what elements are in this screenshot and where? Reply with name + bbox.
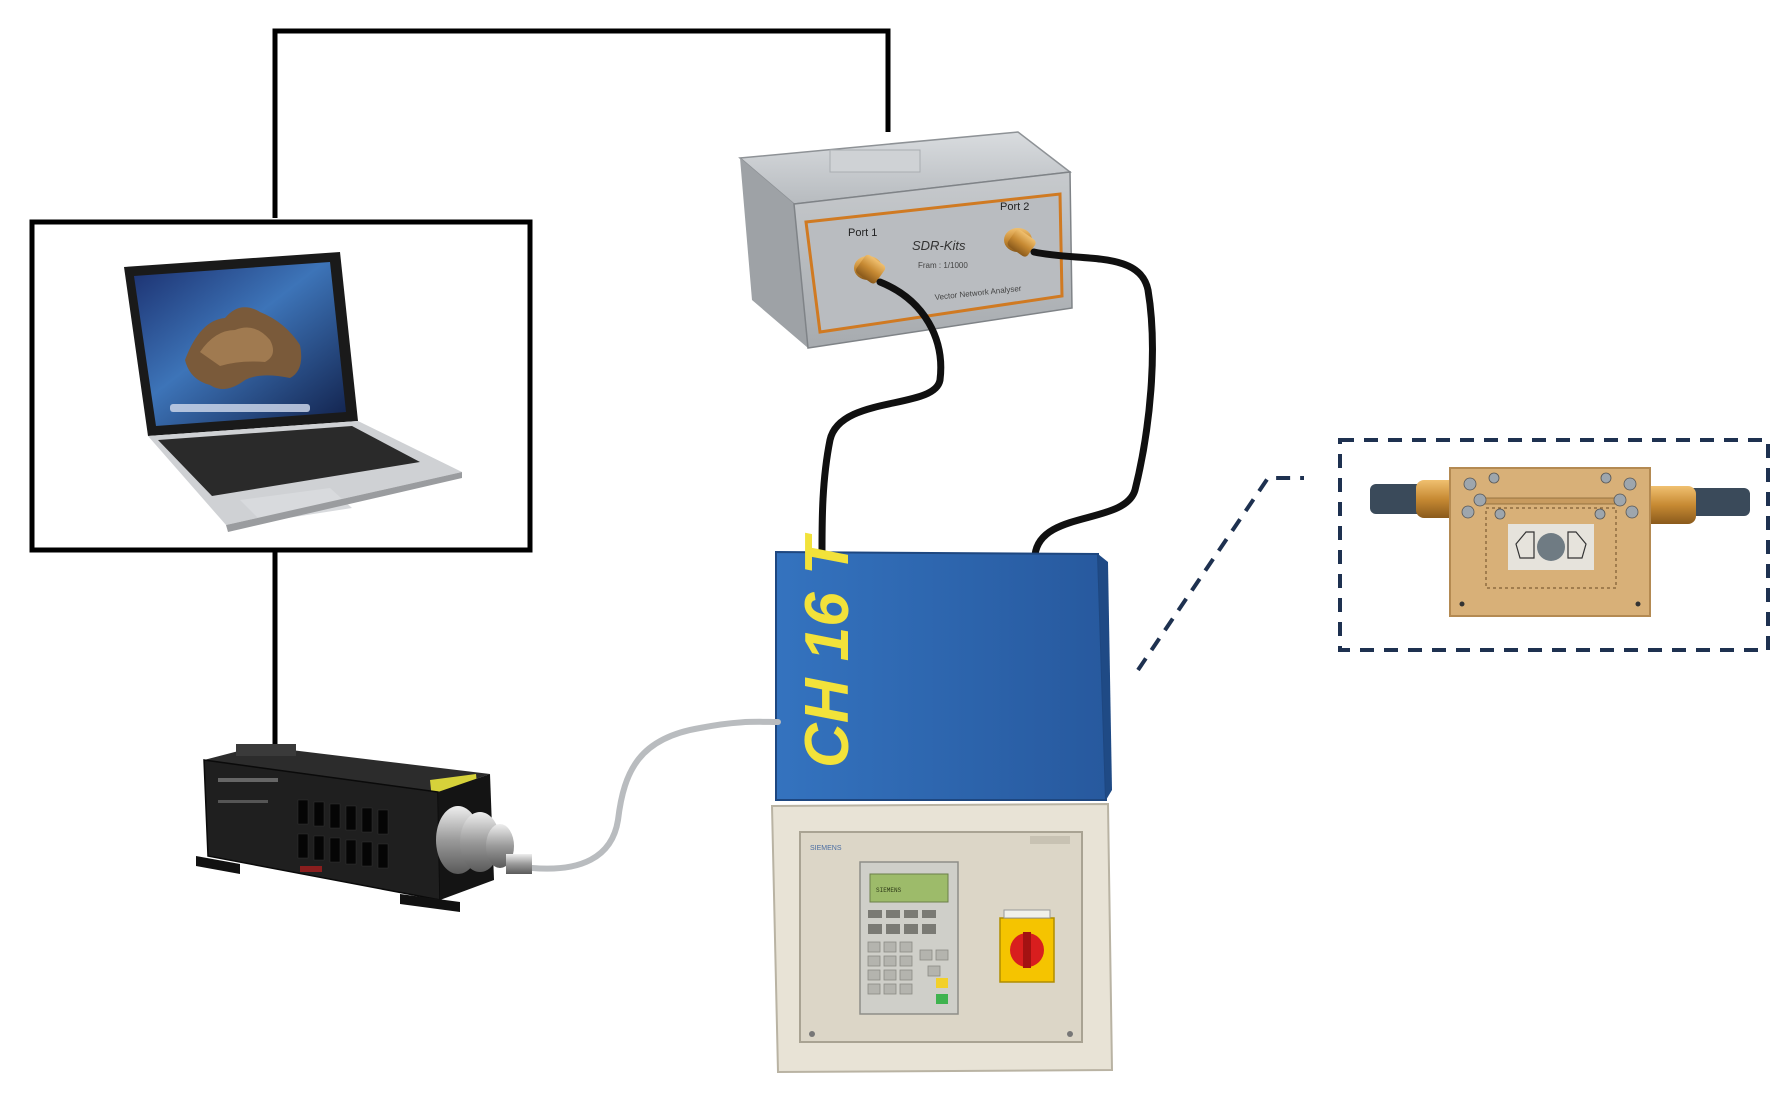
optical-fiber [529, 718, 781, 872]
furnace-brand-label: SIEMENS [810, 845, 842, 852]
furnace-keypad: SIEMENS [859, 861, 959, 1015]
vna-sub-label: Fram : 1/1000 [918, 261, 968, 270]
rf-cable-port2 [1030, 248, 1156, 559]
vna-port1-connector [854, 254, 886, 284]
vna-port2-connector [1004, 228, 1036, 257]
vna-port1-label: Port 1 [848, 227, 877, 239]
furnace-handwritten-label: CH 16 T [793, 532, 862, 768]
rf-cable-port1 [818, 278, 945, 556]
sensor-pcb-icon [1370, 467, 1750, 617]
furnace-display-label: SIEMENS [876, 887, 902, 894]
laptop-icon [124, 252, 462, 532]
vna-port2-label: Port 2 [1000, 201, 1029, 213]
rf-cables [818, 248, 1156, 559]
callout-leader-line [1136, 476, 1304, 672]
laptop-to-vna-line [272, 28, 891, 218]
furnace-main-switch [999, 909, 1055, 983]
connection-lines [272, 28, 891, 752]
laser-source-icon [196, 744, 532, 912]
vna-icon: Port 1 Port 2 SDR-Kits Fram : 1/1000 Vec… [738, 131, 1073, 349]
vna-brand-label: SDR-Kits [912, 238, 966, 253]
furnace-icon: CH 16 T SIEMENS SIEMENS [770, 532, 1114, 1074]
laser-output-connector [436, 806, 532, 874]
